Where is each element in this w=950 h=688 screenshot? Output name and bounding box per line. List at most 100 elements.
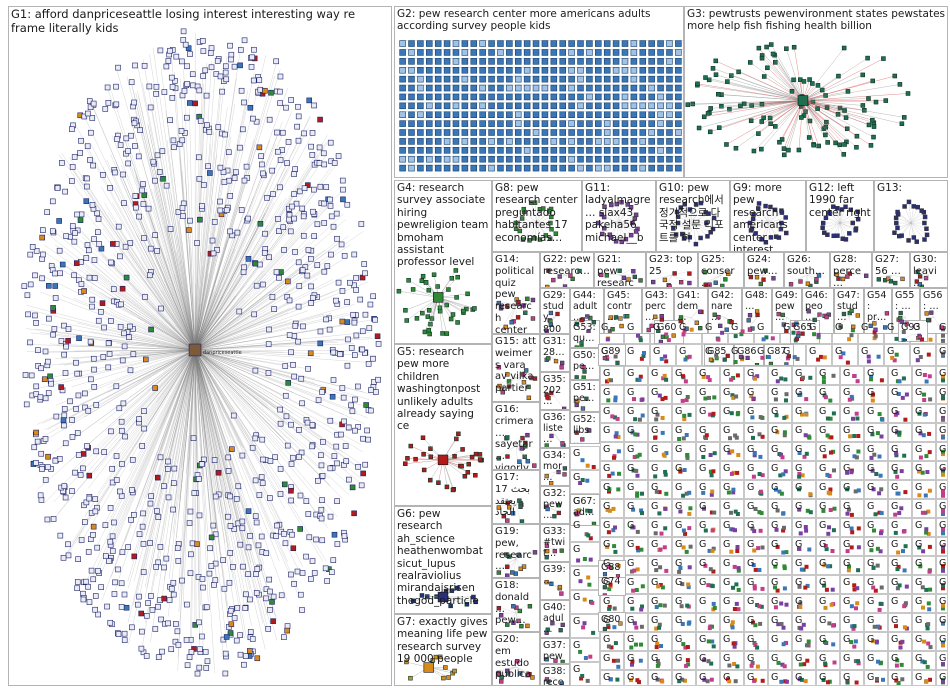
edge-line (194, 349, 248, 453)
vertex-node (591, 630, 596, 635)
vertex-node (295, 103, 301, 110)
vertex-node (682, 413, 687, 418)
vertex-node (871, 565, 876, 570)
vertex-node (739, 332, 744, 337)
edge-line (194, 349, 330, 479)
vertex-node (752, 453, 757, 458)
vertex-node (38, 365, 44, 372)
vertex-node (616, 449, 621, 454)
vertex-node (238, 47, 244, 53)
edge-line (78, 349, 196, 394)
mini-group-label: G (675, 577, 683, 588)
edge-line (165, 225, 196, 351)
vertex-node (98, 308, 104, 315)
edge-line (194, 349, 226, 544)
vertex-node (300, 213, 307, 220)
mini-group-label: G (771, 463, 779, 474)
vertex-node (455, 320, 460, 325)
mini-group-art (799, 564, 809, 572)
mini-group-art (730, 393, 739, 400)
vertex-node (684, 549, 689, 554)
vertex-node (795, 356, 800, 361)
mini-group-cell: G (912, 537, 936, 556)
mini-group-label: G (819, 482, 827, 493)
vertex-node (61, 406, 68, 412)
vertex-node (239, 525, 246, 532)
vertex-node (433, 292, 444, 303)
vertex-node (752, 584, 757, 589)
edge-line (194, 131, 280, 351)
vertex-node (155, 603, 161, 610)
vertex-node (452, 102, 460, 110)
vertex-node (707, 395, 711, 400)
vertex-node (253, 571, 259, 577)
vertex-node (267, 495, 273, 501)
vertex-node (784, 46, 789, 51)
vertex-node (664, 451, 669, 456)
vertex-node (639, 120, 647, 127)
vertex-node (95, 317, 102, 324)
vertex-node (639, 58, 647, 65)
vertex-node (452, 84, 460, 92)
edge-line (129, 349, 196, 472)
edge-line (34, 271, 196, 351)
vertex-node (139, 443, 145, 449)
vertex-node (210, 250, 217, 257)
mini-group-art (918, 450, 932, 460)
vertex-node (119, 549, 126, 556)
edge-line (194, 107, 228, 351)
vertex-node (638, 335, 643, 340)
vertex-node (32, 312, 38, 319)
vertex-node (603, 93, 611, 101)
edge-line (181, 349, 196, 468)
vertex-node (77, 217, 84, 223)
edge-line (169, 349, 196, 449)
edge-line (692, 222, 714, 230)
vertex-node (330, 349, 337, 356)
edge-line (194, 349, 326, 394)
vertex-node (428, 454, 434, 460)
vertex-node (444, 331, 450, 336)
edge-line (152, 306, 196, 351)
vertex-node (927, 569, 932, 574)
mini-group-cell: G (792, 404, 816, 423)
mini-group-cell: G (672, 632, 696, 651)
edge-line (98, 349, 196, 455)
edge-line (194, 285, 245, 351)
mini-group-art (823, 660, 837, 668)
mini-group-cell: G (744, 613, 768, 632)
vertex-node (648, 93, 655, 101)
edge-line (194, 207, 322, 351)
edge-line (176, 349, 196, 539)
edge-line (194, 201, 282, 351)
vertex-node (541, 84, 549, 92)
mini-group-label: G (809, 322, 817, 333)
vertex-node (559, 102, 566, 110)
edge-line (38, 349, 196, 490)
vertex-node (102, 522, 109, 528)
vertex-node (249, 444, 256, 451)
mini-group-art (823, 544, 835, 553)
edge-line (516, 222, 538, 229)
mini-group-cell: G (888, 423, 912, 442)
edge-line (194, 349, 268, 627)
vertex-node (577, 102, 584, 110)
edge-line (145, 349, 196, 624)
mini-group-art (821, 506, 837, 513)
mini-group-art (729, 545, 740, 554)
vertex-node (611, 506, 616, 511)
edge-line (194, 349, 266, 650)
mini-group-cell: G (864, 594, 888, 613)
vertex-node (256, 492, 263, 498)
vertex-node (513, 226, 519, 231)
vertex-node (924, 530, 929, 535)
mini-group-art (941, 508, 945, 516)
vertex-node (613, 434, 618, 439)
mini-group-art (706, 583, 715, 589)
mini-group-art (894, 624, 909, 631)
vertex-node (317, 116, 323, 123)
vertex-node (276, 274, 282, 281)
mini-group-cell: G (672, 670, 696, 686)
edge-line (194, 312, 276, 351)
vertex-node (893, 512, 898, 517)
